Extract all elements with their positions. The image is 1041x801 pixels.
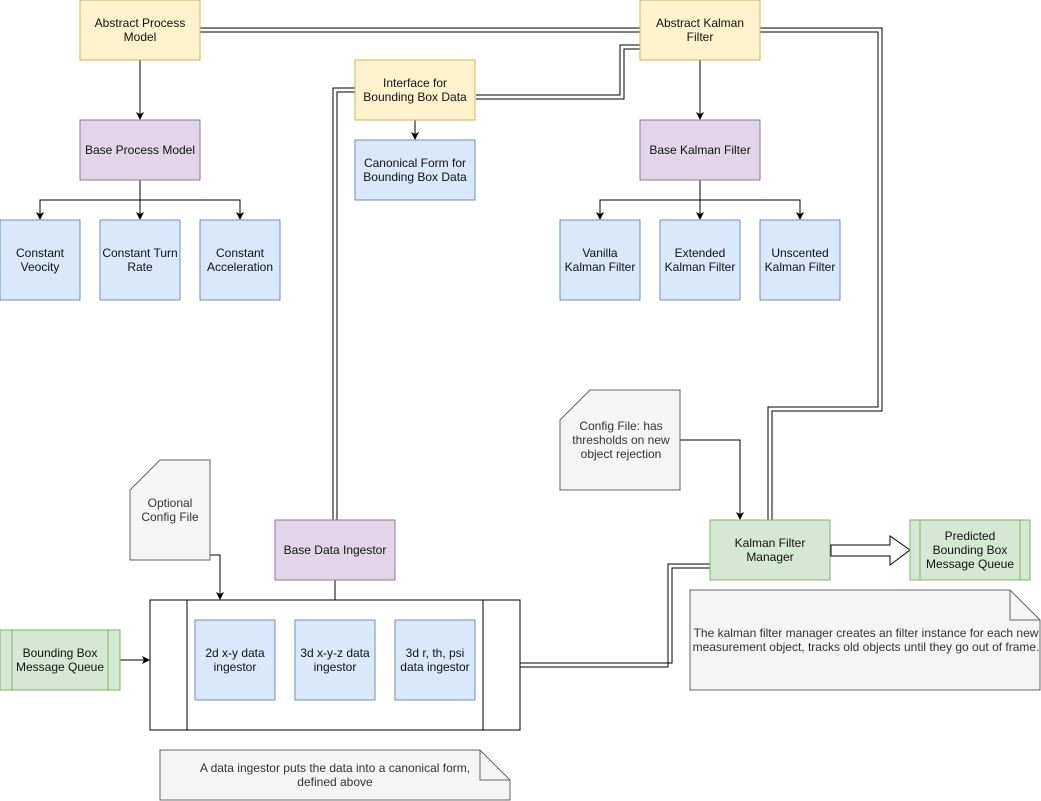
connector-ingestor-container-to-manager bbox=[520, 567, 710, 664]
config-file-thresholds-label: Config File: has thresholds on new objec… bbox=[572, 419, 670, 461]
extended-kf-box bbox=[659, 219, 741, 301]
manager-note-label: The kalman filter manager creates an fil… bbox=[692, 626, 1040, 654]
ingestor-3d-box bbox=[294, 619, 376, 701]
base-kalman-filter-label: Base Kalman Filter bbox=[649, 143, 751, 157]
ingestor-note-shape bbox=[159, 749, 511, 801]
abstract-kalman-filter-label: Abstract Kalman Filter bbox=[655, 16, 745, 44]
ingestor-polar-label: 3d r, th, psi data ingestor bbox=[400, 646, 470, 674]
constant-acceleration-label: Constant Acceleration bbox=[206, 246, 274, 274]
manager-note-shape bbox=[689, 589, 1041, 691]
interface-bbox-label: Interface for Bounding Box Data bbox=[363, 76, 467, 104]
canonical-form-box bbox=[354, 139, 476, 201]
constant-velocity-box bbox=[0, 219, 81, 301]
constant-acceleration-box bbox=[199, 219, 281, 301]
abstract-kalman-filter-box bbox=[639, 0, 761, 61]
canonical-form-label: Canonical Form for Bounding Box Data bbox=[363, 156, 467, 184]
base-data-ingestor-label: Base Data Ingestor bbox=[283, 543, 387, 557]
base-data-ingestor-box bbox=[274, 519, 396, 581]
extended-kf-label: Extended Kalman Filter bbox=[664, 246, 736, 274]
optional-config-file-label: Optional Config File bbox=[141, 496, 199, 524]
predicted-queue-label: Predicted Bounding Box Message Queue bbox=[925, 529, 1015, 571]
abstract-process-model-label: Abstract Process Model bbox=[94, 16, 186, 44]
ingestor-2d-box bbox=[194, 619, 276, 701]
predicted-queue-box bbox=[909, 519, 1031, 581]
arrow-config-to-manager bbox=[680, 439, 744, 520]
arrow-bpm-to-constants bbox=[36, 180, 141, 220]
ingestor-note-label: A data ingestor puts the data into a can… bbox=[199, 761, 471, 789]
kalman-filter-manager-label: Kalman Filter Manager bbox=[734, 536, 806, 564]
vanilla-kf-box bbox=[559, 219, 641, 301]
unscented-kf-box bbox=[759, 219, 841, 301]
ingestor-3d-label: 3d x-y-z data ingestor bbox=[300, 646, 370, 674]
constant-velocity-label: Constant Veocity bbox=[15, 246, 65, 274]
optional-config-file-card bbox=[129, 459, 211, 561]
abstract-process-model-box bbox=[79, 0, 201, 61]
constant-turn-rate-box bbox=[99, 219, 181, 301]
interface-bbox-box bbox=[354, 59, 476, 121]
kalman-filter-manager-box bbox=[709, 519, 831, 581]
block-arrow-manager-to-predicted bbox=[830, 535, 911, 566]
connector-interface-to-ingestor bbox=[332, 87, 355, 520]
constant-turn-rate-label: Constant Turn Rate bbox=[102, 246, 178, 274]
bbox-queue-label: Bounding Box Message Queue bbox=[15, 646, 105, 674]
config-file-thresholds-card bbox=[559, 389, 681, 491]
base-process-model-label: Base Process Model bbox=[84, 143, 196, 157]
bbox-queue-box bbox=[0, 629, 121, 691]
vanilla-kf-label: Vanilla Kalman Filter bbox=[564, 246, 636, 274]
connector-kalman-to-manager bbox=[760, 27, 883, 520]
base-kalman-filter-box bbox=[639, 119, 761, 181]
arrow-optional-config-to-2d bbox=[210, 554, 224, 600]
ingestor-2d-label: 2d x-y data ingestor bbox=[205, 646, 265, 674]
unscented-kf-label: Unscented Kalman Filter bbox=[764, 246, 836, 274]
base-process-model-box bbox=[79, 119, 201, 181]
connector-interface-to-kalman bbox=[476, 44, 640, 96]
arrow-bkf-to-filters bbox=[596, 180, 701, 220]
ingestor-polar-box bbox=[394, 619, 476, 701]
